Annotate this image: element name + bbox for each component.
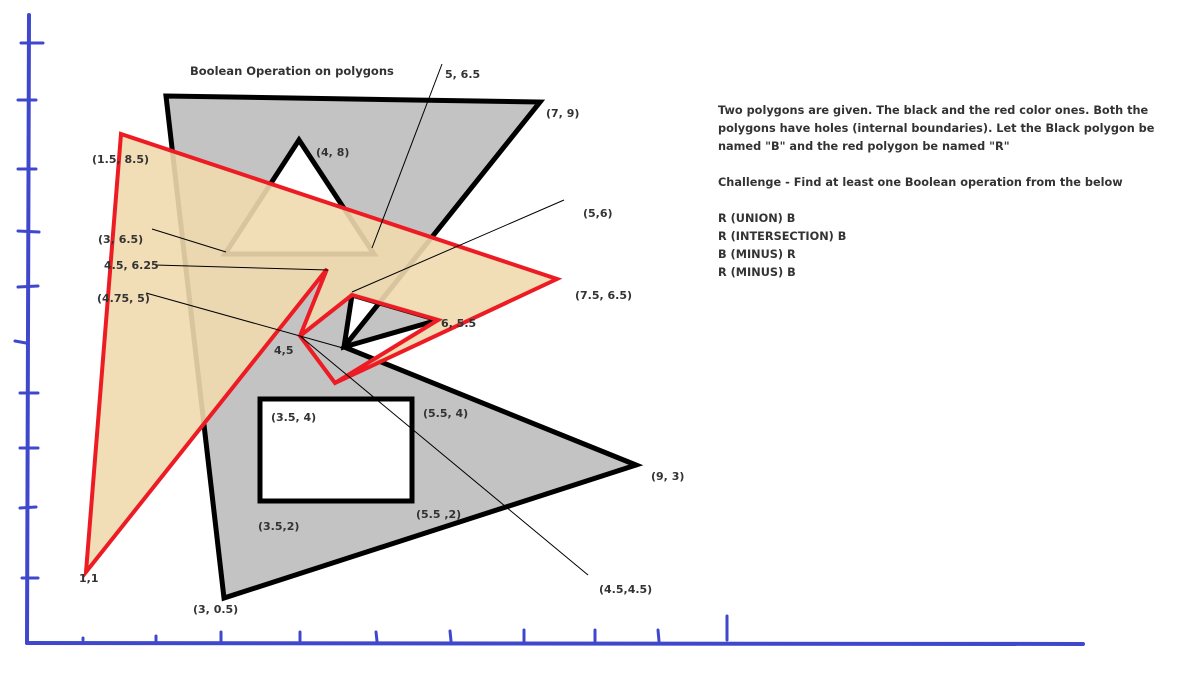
y-ticks xyxy=(13,41,45,580)
description-line-2: polygons have holes (internal boundaries… xyxy=(718,122,1155,135)
leader-5-6 xyxy=(351,199,565,293)
label-1-1: 1,1 xyxy=(79,572,99,585)
diagram-title: Boolean Operation on polygons xyxy=(190,64,394,78)
label-55-4: (5.5, 4) xyxy=(423,407,468,420)
leader-45-45 xyxy=(299,335,589,576)
axes xyxy=(13,13,1085,646)
description-line-1: Two polygons are given. The black and th… xyxy=(718,104,1149,117)
label-55-2: (5.5 ,2) xyxy=(416,508,461,521)
label-5-65: 5, 6.5 xyxy=(445,68,480,81)
label-9-3: (9, 3) xyxy=(651,470,684,483)
label-45-625: 4.5, 6.25 xyxy=(104,259,159,272)
label-475-5: (4.75, 5) xyxy=(97,292,150,305)
point-labels: 5, 6.5 (7, 9) (1.5, 8.5) (4, 8) (5,6) (3… xyxy=(79,68,684,616)
description-panel: Two polygons are given. The black and th… xyxy=(718,102,1158,282)
leader-3-65 xyxy=(151,228,227,253)
label-15-85: (1.5, 8.5) xyxy=(92,153,149,166)
operation-union: R (UNION) B xyxy=(718,212,796,225)
label-3-05: (3, 0.5) xyxy=(193,603,238,616)
description-line-3: named "B" and the red polygon be named "… xyxy=(718,140,1010,153)
black-polygon-b xyxy=(163,93,644,602)
challenge-text: Challenge - Find at least one Boolean op… xyxy=(718,176,1123,189)
leader-5-65 xyxy=(371,63,443,249)
label-5-6: (5,6) xyxy=(583,207,613,220)
label-7-9: (7, 9) xyxy=(546,107,579,120)
leader-45-625 xyxy=(154,264,329,271)
x-axis xyxy=(25,641,1085,646)
leader-lines xyxy=(145,63,589,576)
label-35-2: (3.5,2) xyxy=(258,520,299,533)
operation-intersection: R (INTERSECTION) B xyxy=(718,230,847,243)
label-6-55: 6, 5.5 xyxy=(441,317,476,330)
label-75-65: (7.5, 6.5) xyxy=(575,289,632,302)
x-ticks xyxy=(81,614,729,643)
label-3-65: (3, 6.5) xyxy=(98,233,143,246)
label-35-4: (3.5, 4) xyxy=(271,411,316,424)
label-45-45: (4.5,4.5) xyxy=(599,583,652,596)
leader-475-5 xyxy=(145,292,344,349)
label-4-5: 4,5 xyxy=(274,344,294,357)
label-4-8: (4, 8) xyxy=(316,146,349,159)
operation-b-minus-r: B (MINUS) R xyxy=(718,248,796,261)
operation-r-minus-b: R (MINUS) B xyxy=(718,266,796,279)
y-axis xyxy=(25,13,31,645)
